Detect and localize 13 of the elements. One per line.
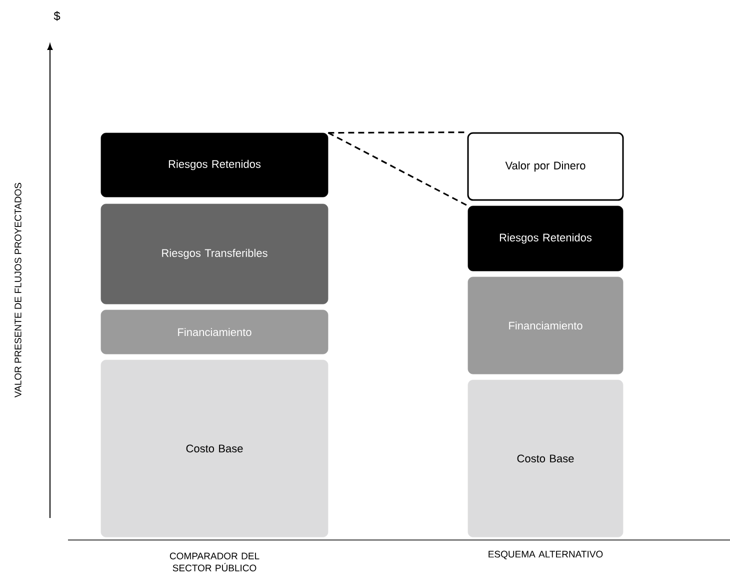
axis-label: VALOR PRESENTE DE FLUJOS PROYECTADOS [14, 182, 22, 398]
stack-box: Costo Base [100, 360, 328, 538]
stack-box: Riesgos Retenidos [100, 132, 328, 198]
stack-box: Riesgos Transferibles [100, 204, 328, 304]
stack-box: Financiamiento [100, 310, 328, 354]
stack-box: Valor por Dinero [467, 132, 624, 201]
axis-label: $ [54, 11, 60, 21]
dashed-line [328, 132, 468, 207]
stack-box: Riesgos Retenidos [468, 206, 624, 272]
category-label: COMPARADOR DEL SECTOR PÚBLICO [170, 552, 260, 572]
category-label: ESQUEMA ALTERNATIVO [488, 550, 603, 560]
stack-box: Costo Base [468, 380, 624, 538]
stack-box: Financiamiento [468, 276, 624, 374]
